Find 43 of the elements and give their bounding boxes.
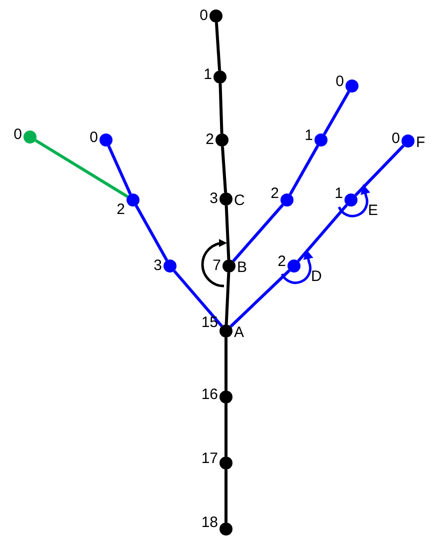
tree-edge [224,272,230,325]
vertex-number: 16 [201,387,218,403]
vertex-letter: A [234,325,244,341]
tree-edge [232,204,284,262]
tree-edge [107,145,132,195]
vertex-number: 0 [14,127,22,143]
vertex-number: 1 [304,128,313,144]
vertex-number: 2 [206,132,214,148]
vertex-number: 7 [212,258,221,274]
vertex-number: 15 [201,315,218,331]
angle-label: D [311,269,322,285]
tree-edge [218,83,224,134]
tree-edge [34,139,128,198]
vertex-number: 3 [154,258,162,274]
vertex-number: 0 [200,8,208,24]
vertex-number: 18 [201,515,218,531]
tree-edge [230,269,290,328]
vertex-number: 2 [116,202,125,218]
vertex-number: 1 [334,186,343,202]
vertex-number: 1 [204,67,212,83]
vertex-letter: B [237,260,248,276]
vertex-number: 0 [336,74,344,90]
tree-edge [224,205,230,260]
tree-edge [214,22,222,71]
vertex-number: 0 [392,131,400,147]
vertex-letter: F [416,135,426,151]
angle-label: E [368,203,378,219]
vertex-number: 0 [90,130,98,146]
tree-edge [224,404,228,456]
tree-edge [134,204,168,262]
tree-edge [288,144,320,196]
tree-edge [322,90,350,136]
tree-edge [354,144,405,196]
tree-edge [297,204,348,262]
vertex-number: 17 [201,451,218,467]
tree-edge [173,270,223,328]
vertex-letter: C [234,193,245,209]
tree-edge [224,470,228,522]
tree-edge [220,146,228,193]
vertex-number: 2 [270,186,279,202]
vertex-number: 3 [210,191,218,207]
vertex-number: 2 [278,254,286,270]
tree-edge [224,338,228,390]
